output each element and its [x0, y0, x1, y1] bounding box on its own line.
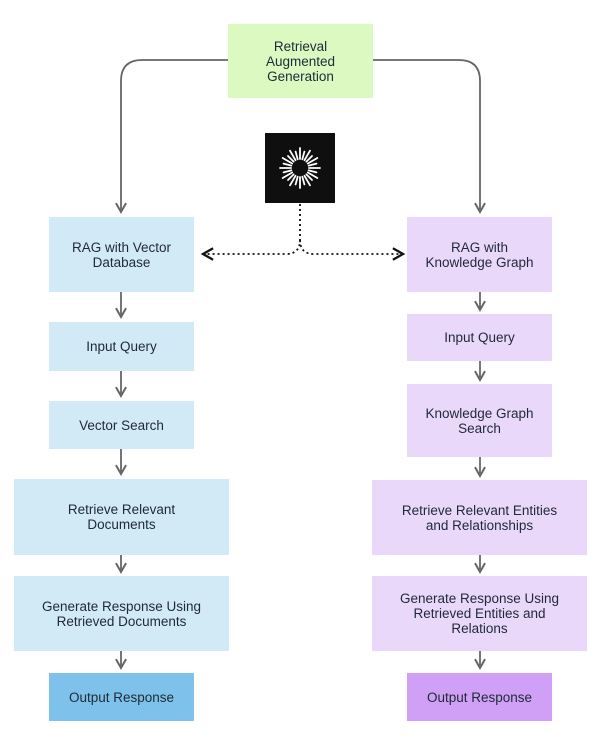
right-step-label-4: Generate Response Using Retrieved Entiti… — [399, 591, 560, 636]
left-step-label-2: Vector Search — [79, 417, 164, 433]
logo-ray — [287, 155, 295, 163]
dotted-connector-left — [200, 204, 301, 261]
logo-ray — [303, 174, 311, 187]
right-step-node-4: Generate Response Using Retrieved Entiti… — [372, 576, 587, 651]
logo-ray — [289, 174, 297, 187]
sunburst-logo-graphic — [279, 147, 321, 189]
left-title-label: RAG with Vector Database — [71, 239, 172, 270]
right-title-label: RAG with Knowledge Graph — [425, 239, 534, 270]
sunburst-logo-icon — [265, 133, 335, 203]
logo-ray — [282, 169, 293, 174]
right-step-label-1: Input Query — [444, 330, 515, 345]
left-step-node-4: Generate Response Using Retrieved Docume… — [14, 576, 229, 651]
logo-ray — [305, 155, 313, 163]
left-step-label-4: Generate Response Using Retrieved Docume… — [41, 598, 202, 629]
logo-ray — [303, 149, 311, 162]
connector-root-right — [373, 59, 486, 215]
left-step-label-1: Input Query — [86, 339, 157, 354]
left-step-node-1: Input Query — [49, 322, 194, 371]
logo-ray — [281, 171, 294, 179]
logo-ray — [301, 150, 306, 161]
logo-ray — [282, 162, 293, 167]
logo-ray — [306, 157, 319, 165]
left-step-label-3: Retrieve Relevant Documents — [67, 502, 176, 532]
logo-ray — [301, 175, 306, 186]
right-step-label-3: Retrieve Relevant Entities and Relations… — [401, 502, 558, 533]
dotted-connector-right — [299, 239, 406, 261]
right-step-node-3: Retrieve Relevant Entities and Relations… — [372, 480, 587, 555]
logo-ray — [287, 173, 295, 181]
left-step-node-2: Vector Search — [49, 401, 194, 449]
right-step-node-2: Knowledge Graph Search — [407, 384, 552, 457]
logo-ray — [289, 149, 297, 162]
left-step-node-3: Retrieve Relevant Documents — [14, 479, 229, 555]
left-output-node: Output Response — [49, 673, 194, 721]
logo-ray — [294, 150, 299, 161]
logo-ray — [305, 173, 313, 181]
left-title-node: RAG with Vector Database — [49, 217, 194, 292]
root-node: Retrieval Augmented Generation — [228, 24, 373, 98]
right-title-node: RAG with Knowledge Graph — [407, 217, 552, 292]
left-output-label: Output Response — [68, 689, 175, 705]
logo-ray — [307, 169, 318, 174]
logo-ray — [294, 175, 299, 186]
right-output-node: Output Response — [407, 673, 552, 721]
right-step-node-1: Input Query — [407, 314, 552, 361]
logo-ray — [306, 171, 319, 179]
right-step-label-2: Knowledge Graph Search — [425, 405, 534, 436]
root-label: Retrieval Augmented Generation — [265, 38, 336, 84]
connector-root-left — [115, 59, 228, 215]
logo-ray — [307, 162, 318, 167]
logo-ray — [281, 157, 294, 165]
right-output-label: Output Response — [426, 689, 533, 705]
